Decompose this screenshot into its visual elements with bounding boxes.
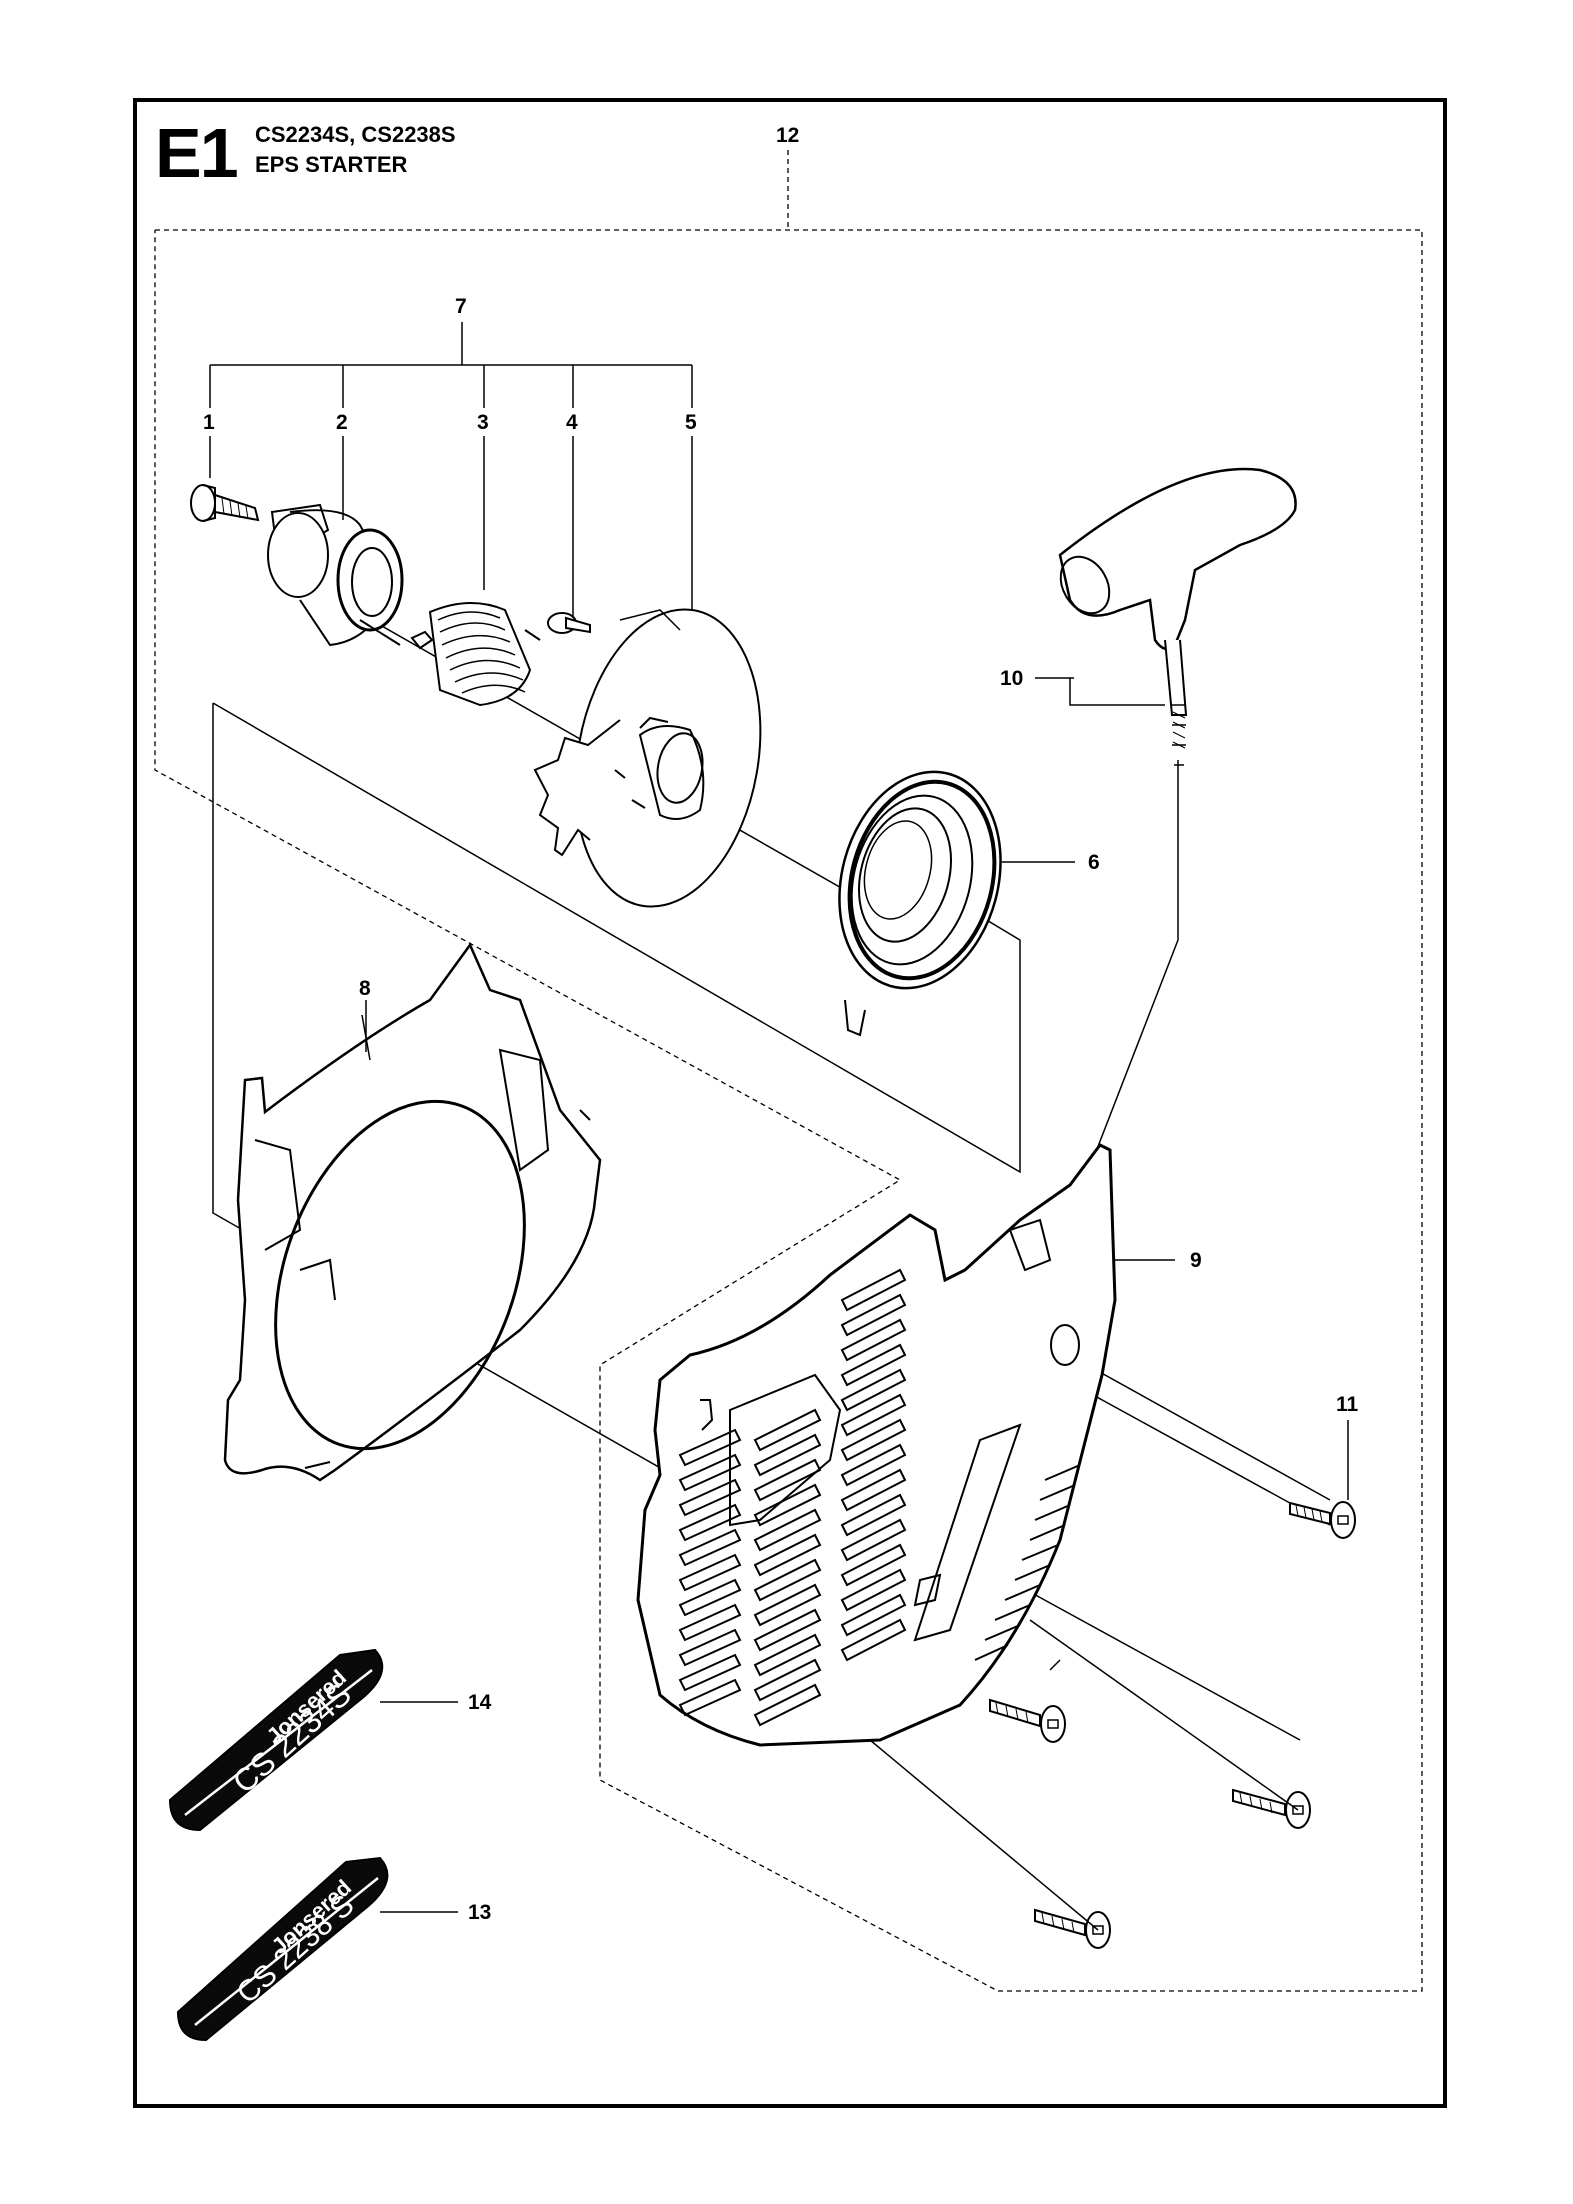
callout-10: 10 <box>1000 667 1024 690</box>
part-11-leaders <box>869 1619 1299 1931</box>
callout-13: 13 <box>468 1901 492 1924</box>
callout-9: 9 <box>1190 1249 1202 1272</box>
callout-8: 8 <box>359 977 371 1000</box>
callout-6: 6 <box>1088 851 1100 874</box>
part-10-starter-handle <box>1035 467 1297 766</box>
page-frame <box>133 98 1447 2108</box>
assembly-12-boundary <box>154 229 1423 1992</box>
callout-4: 4 <box>566 411 578 434</box>
part-4-screw <box>547 612 591 634</box>
callout-1: 1 <box>203 411 215 434</box>
leader-7-bracket <box>209 322 693 640</box>
callout-7: 7 <box>455 295 467 318</box>
callout-11: 11 <box>1336 1393 1359 1416</box>
callout-5: 5 <box>685 411 697 434</box>
part-9-vent-slots <box>678 1268 907 1727</box>
callout-3: 3 <box>477 411 489 434</box>
callout-12: 12 <box>776 124 800 147</box>
part-1-screw <box>190 484 260 522</box>
part-5-pawl-disk <box>533 608 762 908</box>
section-code: E1 <box>155 114 239 192</box>
callout-14: 14 <box>468 1691 492 1714</box>
part-6-spring-cassette <box>838 770 1075 1037</box>
part-11-screw-a <box>1289 1420 1356 1539</box>
part-8-fan-housing <box>223 942 602 1482</box>
part-11-screw-b <box>989 1698 1066 1743</box>
part-3-spring <box>410 601 541 707</box>
part-9-starter-cover <box>636 1143 1175 1747</box>
model-numbers: CS2234S, CS2238S <box>255 122 456 147</box>
part-2-pulley <box>267 503 404 647</box>
callout-2: 2 <box>336 411 348 434</box>
section-title: EPS STARTER <box>255 152 408 177</box>
